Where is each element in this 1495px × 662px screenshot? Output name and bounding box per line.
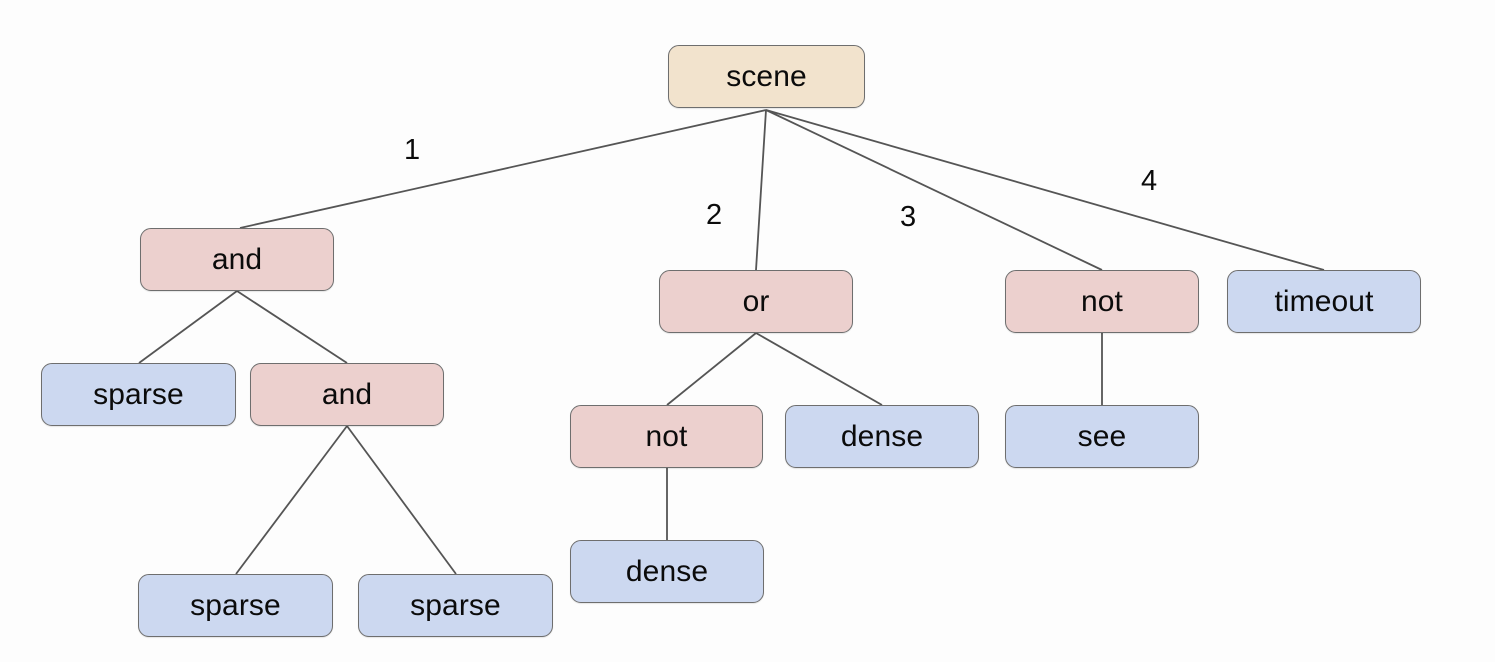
tree-edge-scene-to-and1 <box>239 109 767 229</box>
tree-edge-and2-to-sparse2 <box>235 425 348 575</box>
tree-edge-and1-to-sparse1 <box>138 290 238 364</box>
tree-node-scene[interactable]: scene <box>668 45 865 108</box>
tree-node-dense2[interactable]: dense <box>570 540 764 603</box>
tree-edge-or1-to-not_dense <box>666 332 757 406</box>
tree-node-timeout[interactable]: timeout <box>1227 270 1421 333</box>
tree-node-not_dense[interactable]: not <box>570 405 763 468</box>
edge-label-3: 3 <box>900 201 917 233</box>
tree-edge-scene-to-timeout <box>765 109 1325 271</box>
tree-edge-scene-to-or1 <box>755 109 767 271</box>
tree-node-and1[interactable]: and <box>140 228 334 291</box>
edge-label-4: 4 <box>1141 165 1158 197</box>
tree-node-not_see[interactable]: not <box>1005 270 1199 333</box>
tree-node-sparse2[interactable]: sparse <box>138 574 333 637</box>
tree-node-see[interactable]: see <box>1005 405 1199 468</box>
tree-node-or1[interactable]: or <box>659 270 853 333</box>
tree-node-and2[interactable]: and <box>250 363 444 426</box>
tree-edge-scene-to-not_see <box>765 109 1103 271</box>
tree-edge-and1-to-and2 <box>236 290 348 364</box>
edge-label-2: 2 <box>706 199 723 231</box>
tree-node-sparse1[interactable]: sparse <box>41 363 236 426</box>
tree-node-sparse3[interactable]: sparse <box>358 574 553 637</box>
tree-edge-or1-to-dense1 <box>755 332 883 406</box>
tree-node-dense1[interactable]: dense <box>785 405 979 468</box>
tree-edge-and2-to-sparse3 <box>346 425 457 575</box>
edge-label-1: 1 <box>404 134 421 166</box>
